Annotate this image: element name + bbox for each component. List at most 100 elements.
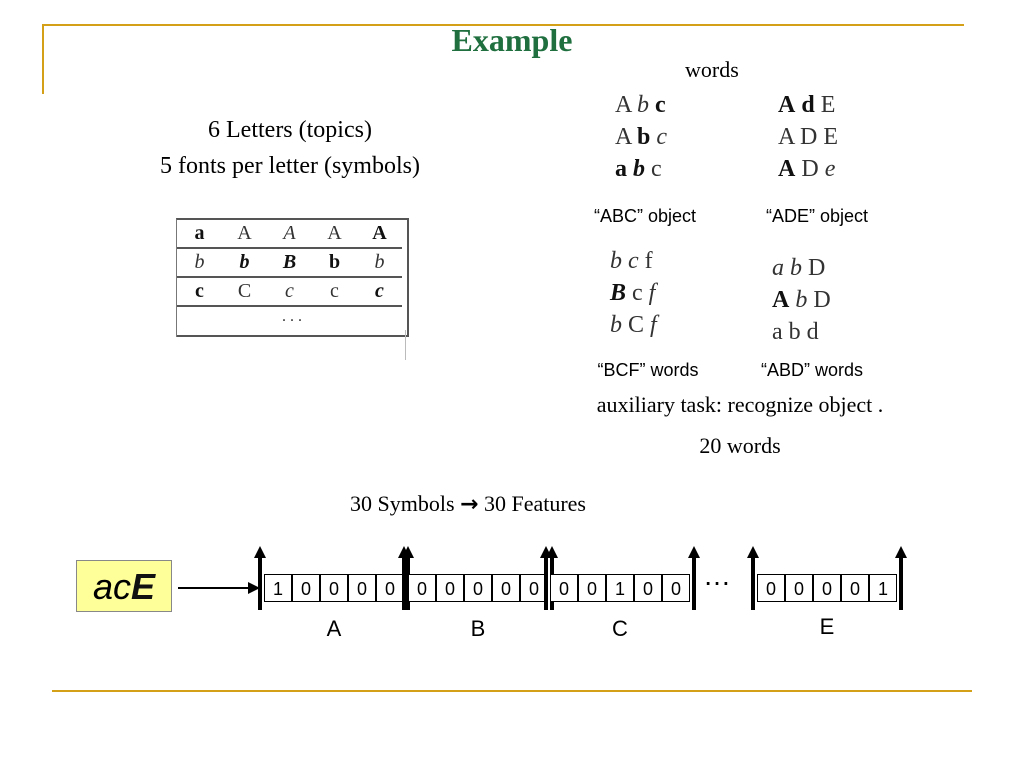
caption-abc: “ABC” object	[593, 206, 697, 226]
input-arrow-icon	[178, 582, 260, 594]
vector-ellipsis: …	[703, 560, 731, 591]
feature-bit: 1	[869, 574, 897, 602]
word-letter: A	[615, 124, 632, 150]
word-entry: A d E	[778, 92, 835, 119]
word-letter: B	[610, 280, 627, 306]
feature-bit: 0	[785, 574, 813, 602]
feature-bit: 1	[264, 574, 292, 602]
word-letter: e	[824, 156, 836, 182]
feature-boundary-arrow-icon	[254, 546, 266, 610]
word-letter: b	[637, 92, 650, 118]
slide-title: Example	[451, 22, 573, 58]
feature-bit: 0	[376, 574, 404, 602]
word-letter: A	[615, 92, 632, 118]
word-letter: D	[800, 124, 818, 150]
word-count-text: 20 words	[699, 433, 781, 458]
symbols-count: 30 Symbols	[350, 491, 455, 516]
right-arrow-icon: →	[460, 492, 479, 517]
feature-bit: 0	[436, 574, 464, 602]
word-entry: A D E	[778, 124, 838, 151]
word-letter: b	[610, 248, 622, 274]
font-table-cell: b	[357, 248, 402, 278]
word-letter: D	[813, 287, 831, 313]
feature-bit: 1	[606, 574, 634, 602]
word-letter: b	[795, 287, 808, 313]
word-entry: a b d	[772, 319, 819, 346]
font-table-cell: a	[177, 220, 222, 249]
word-letter: A	[778, 92, 796, 118]
fonts-symbols-text: 5 fonts per letter (symbols)	[160, 153, 420, 179]
symbols-to-features: 30 Symbols → 30 Features	[350, 491, 586, 517]
word-letter: C	[628, 312, 645, 338]
bottom-rule	[52, 690, 972, 692]
feature-group-label: B	[470, 616, 486, 641]
feature-bit: 0	[550, 574, 578, 602]
feature-bit: 0	[292, 574, 320, 602]
word-entry: a b c	[615, 156, 662, 183]
feature-bit: 0	[662, 574, 690, 602]
font-table-cell: c	[267, 277, 312, 307]
feature-boundary-arrow-icon	[747, 546, 759, 610]
font-table-cell: b	[177, 248, 222, 278]
word-letter: E	[820, 92, 836, 118]
word-entry: b C f	[610, 312, 657, 339]
word-entry: A b c	[615, 92, 666, 119]
word-letter: c	[655, 92, 666, 118]
word-letter: A	[778, 124, 795, 150]
word-letter: c	[632, 280, 643, 306]
font-table-cell: c	[357, 277, 402, 307]
word-letter: d	[801, 92, 815, 118]
feature-bit: 0	[757, 574, 785, 602]
feature-bit: 0	[520, 574, 548, 602]
feature-bit: 0	[408, 574, 436, 602]
input-word: acE	[93, 566, 155, 607]
word-entry: A b c	[615, 124, 667, 151]
word-letter: b	[633, 156, 645, 182]
feature-boundary-arrow-icon	[540, 546, 552, 610]
auxiliary-task-text: auxiliary task: recognize object .	[596, 392, 884, 417]
word-entry: A D e	[778, 156, 835, 183]
words-label: words	[685, 57, 739, 82]
word-letter: A	[778, 156, 796, 182]
caption-bcf: “BCF” words	[597, 360, 699, 380]
word-letter: a	[772, 319, 783, 345]
word-letter: b	[788, 319, 801, 345]
input-word-part: ac	[92, 566, 131, 607]
word-entry: b c f	[610, 248, 653, 275]
word-entry: A b D	[772, 287, 831, 314]
feature-boundary-arrow-icon	[688, 546, 700, 610]
left-rule	[42, 24, 44, 94]
font-table-cell: A	[312, 220, 357, 249]
feature-bit: 0	[464, 574, 492, 602]
word-letter: c	[656, 124, 668, 150]
word-letter: a	[772, 255, 784, 281]
word-letter: d	[806, 319, 819, 345]
word-letter: D	[808, 255, 826, 281]
word-entry: B c f	[610, 280, 655, 307]
feature-group-label: C	[612, 616, 628, 641]
feature-boundary-arrow-icon	[398, 546, 410, 610]
word-letter: f	[650, 312, 657, 338]
feature-bit: 0	[492, 574, 520, 602]
font-table-tail	[405, 330, 406, 360]
word-letter: c	[628, 248, 639, 274]
word-entry: a b D	[772, 255, 825, 282]
word-letter: a	[615, 156, 627, 182]
feature-bit: 0	[348, 574, 376, 602]
font-table-cell: b	[312, 248, 357, 278]
word-letter: A	[772, 287, 790, 313]
feature-bit: 0	[634, 574, 662, 602]
feature-bit: 0	[841, 574, 869, 602]
word-letter: b	[637, 124, 651, 150]
features-count: 30 Features	[483, 491, 586, 516]
feature-bit: 0	[813, 574, 841, 602]
letters-topics-text: 6 Letters (topics)	[208, 117, 372, 143]
feature-group-label: E	[819, 614, 835, 639]
font-table-cell: c	[312, 277, 357, 307]
font-table-cell: B	[267, 248, 312, 278]
caption-abd: “ABD” words	[760, 360, 863, 380]
